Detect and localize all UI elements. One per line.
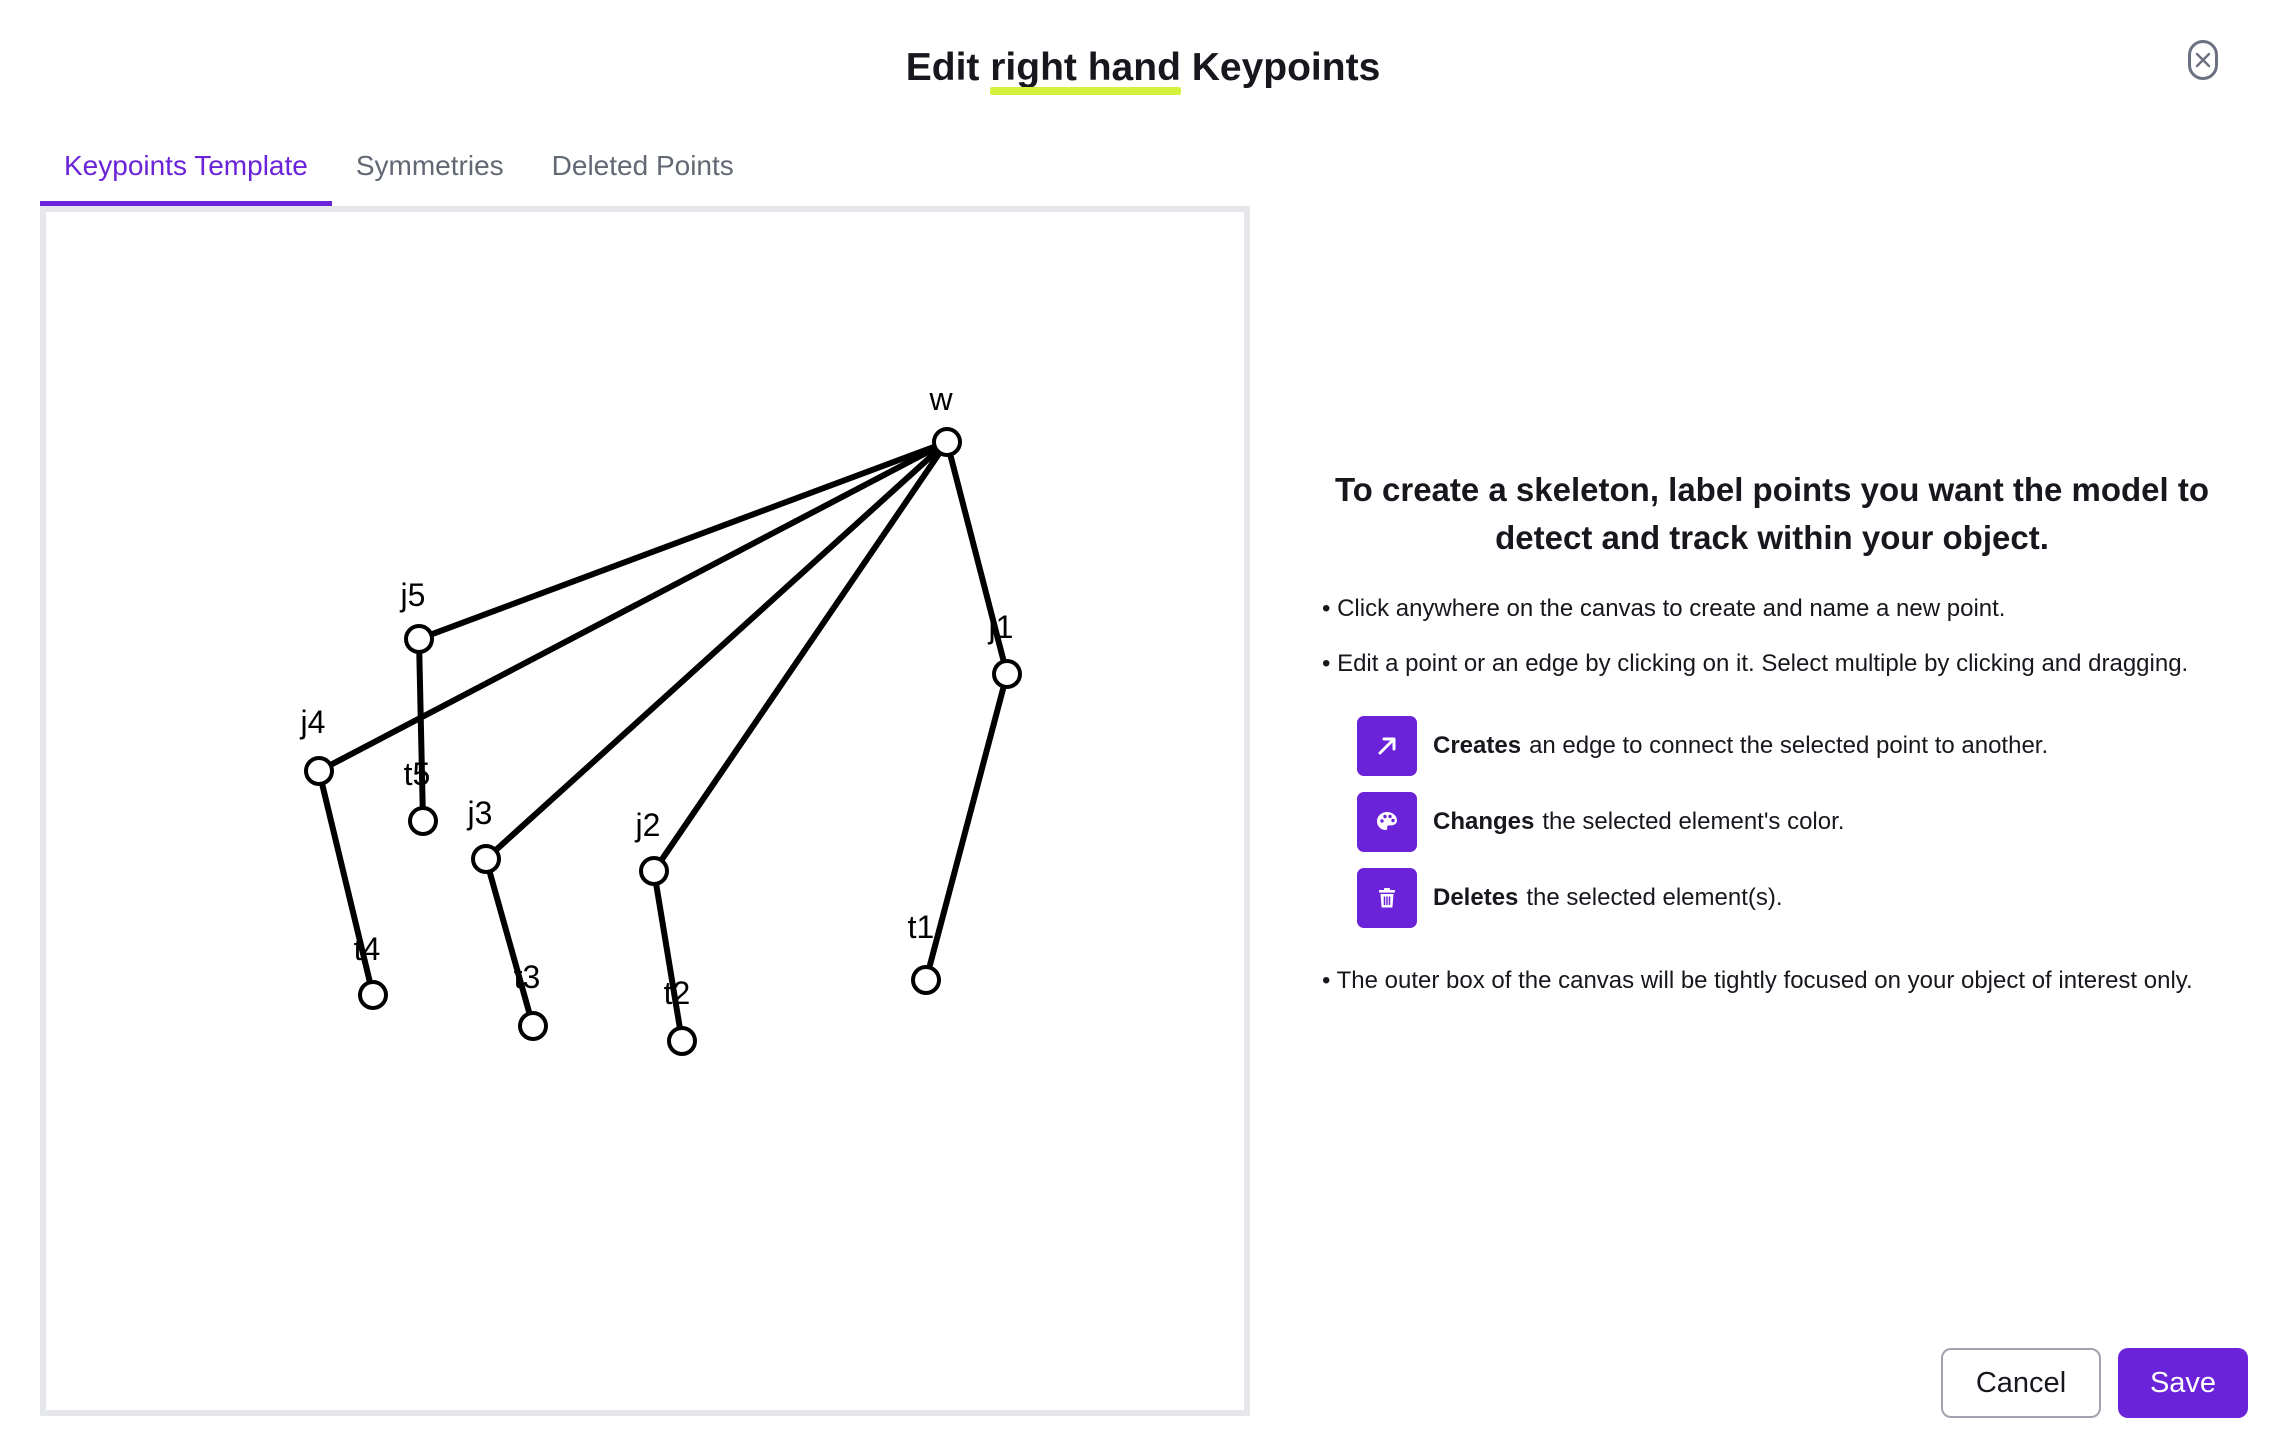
trash-icon <box>1379 888 1395 908</box>
palette-icon <box>1377 812 1397 830</box>
change-color-button[interactable] <box>1357 792 1417 852</box>
tab-symmetries[interactable]: Symmetries <box>355 150 504 181</box>
edge-j4-t4[interactable] <box>316 768 376 998</box>
cancel-button[interactable]: Cancel <box>1941 1348 2101 1418</box>
edge-j3-t3[interactable] <box>483 856 536 1029</box>
tool-change-bold: Changes <box>1433 808 1535 835</box>
keypoint-j2[interactable] <box>639 856 669 886</box>
edge-w-j3[interactable] <box>483 439 950 862</box>
keypoint-label-j4: j4 <box>300 704 326 740</box>
tool-create-text: an edge to connect the selected point to… <box>1529 732 2049 759</box>
keypoint-j5[interactable] <box>404 624 434 654</box>
keypoint-label-j1: j1 <box>988 609 1014 645</box>
keypoint-label-j5: j5 <box>400 577 426 613</box>
keypoint-label-w: w <box>928 381 953 417</box>
tool-create-bold: Creates <box>1433 732 1522 759</box>
edge-w-j2[interactable] <box>651 439 950 874</box>
instructions-heading: To create a skeleton, label points you w… <box>1334 471 2210 556</box>
keypoint-label-t3: t3 <box>514 959 541 995</box>
keypoint-t2[interactable] <box>667 1026 697 1056</box>
create-edge-button[interactable] <box>1357 716 1417 776</box>
keypoint-label-j3: j3 <box>467 795 493 831</box>
keypoint-j1[interactable] <box>992 659 1022 689</box>
keypoint-t3[interactable] <box>518 1011 548 1041</box>
edge-j2-t2[interactable] <box>651 868 685 1044</box>
edge-w-j5[interactable] <box>416 439 950 642</box>
instruction-bullet-edit: • Edit a point or an edge by clicking on… <box>1322 650 2189 677</box>
keypoints-canvas[interactable]: w j1 t1 j2 t2 j3 t3 j4 t4 j5 t5 <box>40 206 1250 1416</box>
title-prefix: Edit <box>905 46 980 89</box>
tab-bar: Keypoints Template Symmetries Deleted Po… <box>40 140 758 206</box>
title-suffix: Keypoints <box>1191 46 1381 89</box>
instruction-bullet-outer-box: • The outer box of the canvas will be ti… <box>1322 967 2193 994</box>
keypoint-label-j2: j2 <box>635 807 661 843</box>
keypoint-label-t5: t5 <box>404 756 431 792</box>
instructions-panel: To create a skeleton, label points you w… <box>1322 466 2222 1019</box>
tool-delete-bold: Deletes <box>1433 884 1519 911</box>
tool-row-create-edge: Creates an edge to connect the selected … <box>1357 716 2222 776</box>
keypoint-t5[interactable] <box>408 806 438 836</box>
keypoint-label-t1: t1 <box>908 909 935 945</box>
edge-w-j1[interactable] <box>944 439 1010 677</box>
tool-row-delete: Deletes the selected element(s). <box>1357 868 2222 928</box>
keypoint-label-t4: t4 <box>354 931 381 967</box>
title-highlight: right hand <box>990 46 1181 95</box>
keypoint-label-t2: t2 <box>664 975 691 1011</box>
edge-j5-t5[interactable] <box>416 636 426 824</box>
keypoint-j4[interactable] <box>304 756 334 786</box>
keypoint-t4[interactable] <box>358 980 388 1010</box>
close-icon <box>2195 52 2211 68</box>
close-button[interactable] <box>2188 40 2218 80</box>
tab-deleted-points[interactable]: Deleted Points <box>551 150 734 181</box>
keypoint-j3[interactable] <box>471 844 501 874</box>
tool-change-text: the selected element's color. <box>1542 808 1845 835</box>
keypoint-w[interactable] <box>932 427 962 457</box>
tab-keypoints-template[interactable]: Keypoints Template <box>40 140 332 206</box>
edge-j1-t1[interactable] <box>923 671 1010 983</box>
keypoint-t1[interactable] <box>911 965 941 995</box>
tool-legend: Creates an edge to connect the selected … <box>1357 716 2222 928</box>
skeleton-drawing[interactable]: w j1 t1 j2 t2 j3 t3 j4 t4 j5 t5 <box>46 212 1244 1410</box>
tool-row-change-color: Changes the selected element's color. <box>1357 792 2222 852</box>
tool-delete-text: the selected element(s). <box>1526 884 1783 911</box>
save-button[interactable]: Save <box>2118 1348 2248 1418</box>
dialog-title: Edit right hand Keypoints <box>0 46 2286 95</box>
arrow-up-right-icon <box>1378 737 1396 755</box>
instruction-bullet-create: • Click anywhere on the canvas to create… <box>1322 595 2006 622</box>
delete-button[interactable] <box>1357 868 1417 928</box>
